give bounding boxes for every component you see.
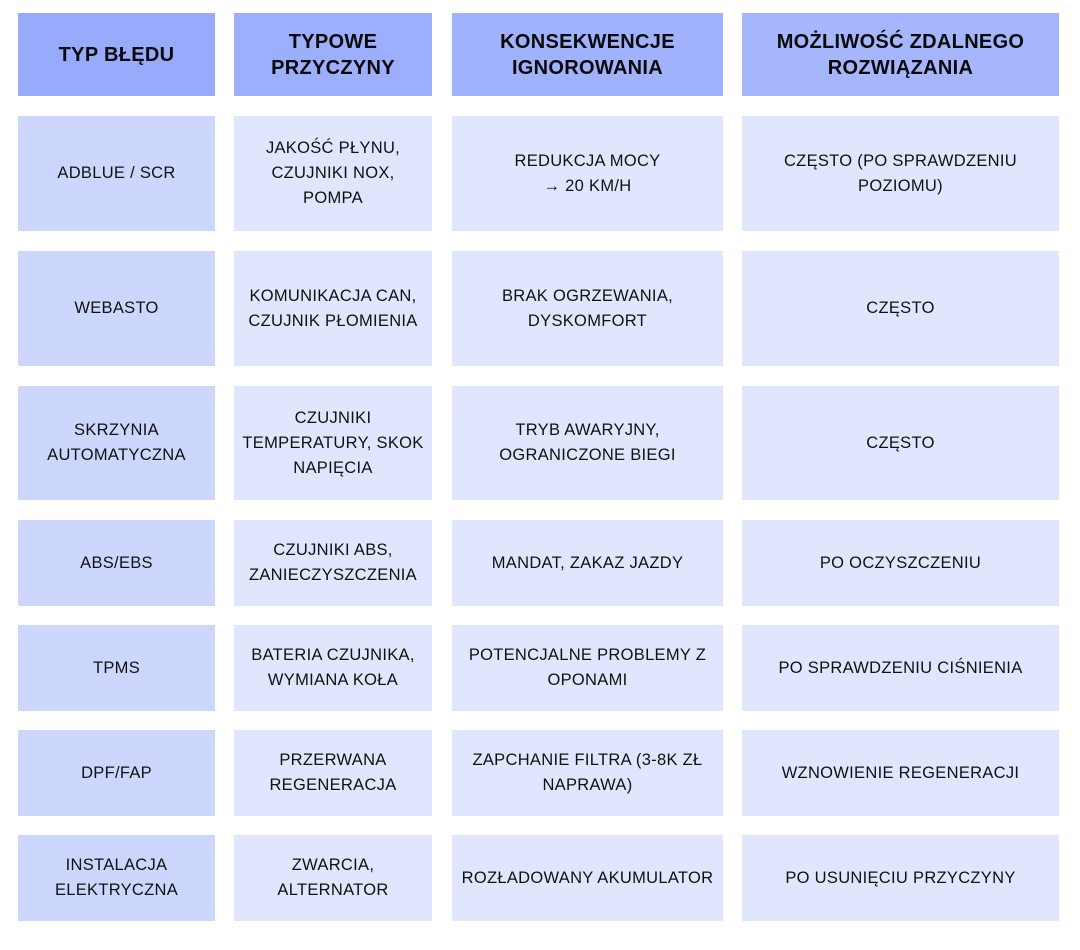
remote-resolution-cell: CZĘSTO [742, 251, 1059, 366]
error-type-cell: ADBLUE / SCR [18, 116, 215, 231]
consequences-cell: BRAK OGRZEWANIA, DYSKOMFORT [452, 251, 723, 366]
error-type-cell: TPMS [18, 625, 215, 711]
header-error-type: TYP BŁĘDU [18, 13, 215, 96]
remote-resolution-cell: CZĘSTO (PO SPRAWDZENIU POZIOMU) [742, 116, 1059, 231]
header-typical-causes: TYPOWE PRZYCZYNY [234, 13, 432, 96]
remote-resolution-cell: PO OCZYSZCZENIU [742, 520, 1059, 606]
consequences-cell: TRYB AWARYJNY, OGRANICZONE BIEGI [452, 386, 723, 500]
remote-resolution-cell: WZNOWIENIE REGENERACJI [742, 730, 1059, 816]
typical-causes-cell: PRZERWANA REGENERACJA [234, 730, 432, 816]
typical-causes-cell: CZUJNIKI ABS, ZANIECZYSZCZENIA [234, 520, 432, 606]
typical-causes-cell: ZWARCIA, ALTERNATOR [234, 835, 432, 921]
error-type-cell: INSTALACJA ELEKTRYCZNA [18, 835, 215, 921]
consequences-cell: MANDAT, ZAKAZ JAZDY [452, 520, 723, 606]
typical-causes-cell: CZUJNIKI TEMPERATURY, SKOK NAPIĘCIA [234, 386, 432, 500]
typical-causes-cell: JAKOŚĆ PŁYNU, CZUJNIKI NOX, POMPA [234, 116, 432, 231]
header-consequences: KONSEKWENCJE IGNOROWANIA [452, 13, 723, 96]
remote-resolution-cell: PO USUNIĘCIU PRZYCZYNY [742, 835, 1059, 921]
error-type-cell: DPF/FAP [18, 730, 215, 816]
consequences-cell: ZAPCHANIE FILTRA (3-8K ZŁ NAPRAWA) [452, 730, 723, 816]
consequences-cell: POTENCJALNE PROBLEMY Z OPONAMI [452, 625, 723, 711]
consequences-cell: ROZŁADOWANY AKUMULATOR [452, 835, 723, 921]
error-type-cell: SKRZYNIA AUTOMATYCZNA [18, 386, 215, 500]
typical-causes-cell: KOMUNIKACJA CAN, CZUJNIK PŁOMIENIA [234, 251, 432, 366]
error-type-cell: ABS/EBS [18, 520, 215, 606]
remote-resolution-cell: PO SPRAWDZENIU CIŚNIENIA [742, 625, 1059, 711]
typical-causes-cell: BATERIA CZUJNIKA, WYMIANA KOŁA [234, 625, 432, 711]
error-type-cell: WEBASTO [18, 251, 215, 366]
header-remote-resolution: MOŻLIWOŚĆ ZDALNEGO ROZWIĄZANIA [742, 13, 1059, 96]
remote-resolution-cell: CZĘSTO [742, 386, 1059, 500]
consequences-cell: REDUKCJA MOCY → 20 KM/H [452, 116, 723, 231]
